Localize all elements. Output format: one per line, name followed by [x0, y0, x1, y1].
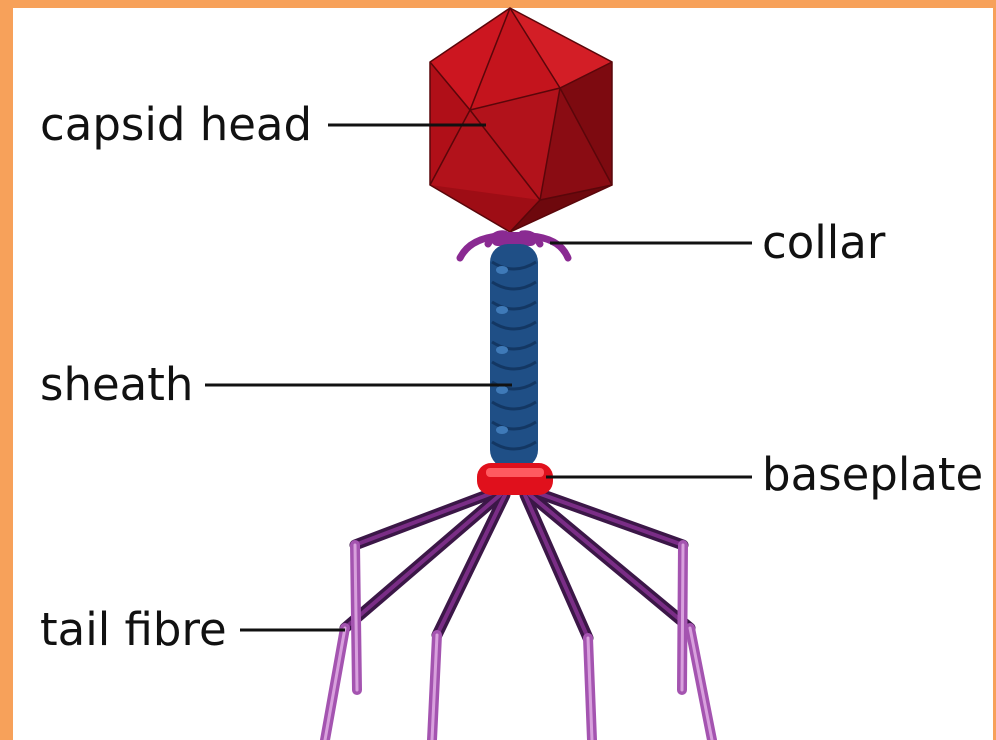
label-sheath: sheath	[40, 358, 194, 411]
frame-border-top	[0, 0, 996, 8]
frame-border-left	[0, 0, 13, 740]
label-tail-fibre: tail fibre	[40, 603, 227, 656]
label-baseplate: baseplate	[762, 448, 984, 501]
sheath-shape	[490, 244, 538, 468]
tail-fibres-shape	[320, 486, 717, 740]
label-capsid-head: capsid head	[40, 98, 313, 151]
frame-border-right	[993, 0, 996, 740]
capsid-head-shape	[429, 7, 613, 233]
leader-lines	[205, 123, 752, 632]
baseplate-shape	[477, 463, 553, 495]
label-collar: collar	[762, 216, 886, 269]
